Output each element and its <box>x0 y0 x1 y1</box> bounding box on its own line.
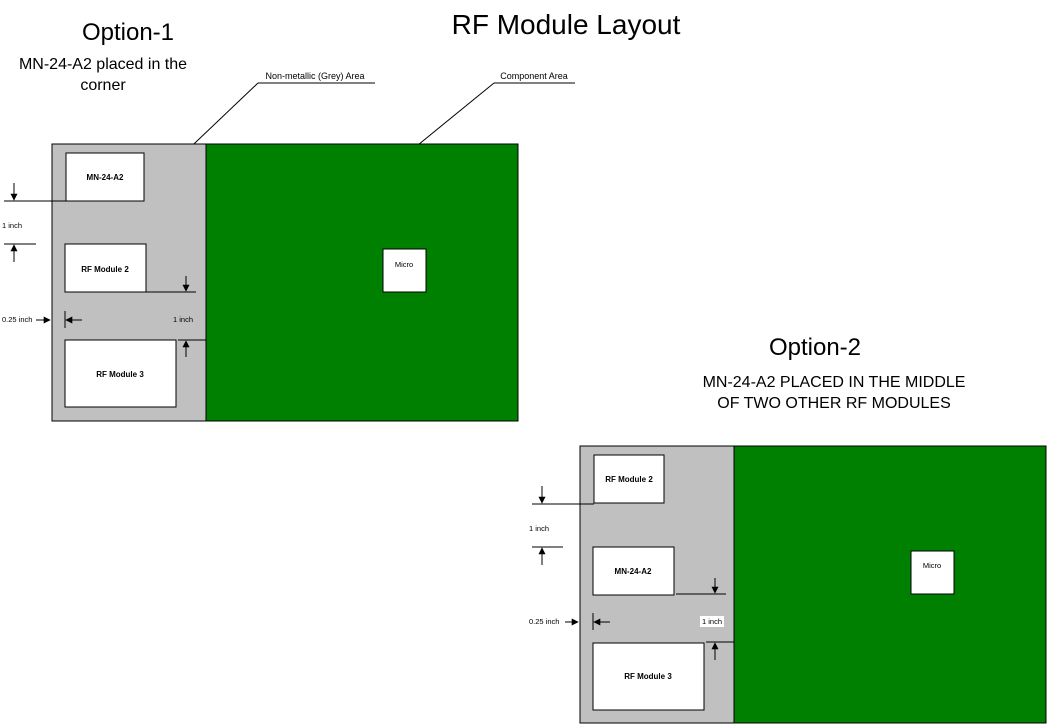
option1-title: Option-1 <box>82 19 174 46</box>
gap-label: 1 inch <box>173 315 193 324</box>
module-rf3-b-label: RF Module 3 <box>624 672 672 681</box>
option2-subtitle-line1: MN-24-A2 PLACED IN THE MIDDLE <box>703 374 966 391</box>
module-mn24a2 <box>65 152 145 202</box>
component-area-2 <box>733 445 1047 724</box>
option2-section: Option-2 MN-24-A2 PLACED IN THE MIDDLE O… <box>529 334 1047 724</box>
dim-vertical-label-2: 1 inch <box>529 524 549 533</box>
option1-section: Option-1 MN-24-A2 placed in the corner N… <box>2 19 575 422</box>
dim-horizontal-label-2: 0.25 inch <box>529 617 559 626</box>
option2-title: Option-2 <box>769 334 861 361</box>
module-mn24a2-b <box>592 546 675 596</box>
micro-chip <box>382 248 427 293</box>
option1-subtitle-line1: MN-24-A2 placed in the <box>19 56 187 73</box>
micro-label-2: Micro <box>923 561 941 570</box>
module-mn24a2-b-label: MN-24-A2 <box>615 567 652 576</box>
option2-subtitle-line2: OF TWO OTHER RF MODULES <box>717 395 950 412</box>
dim-horizontal-label: 0.25 inch <box>2 315 32 324</box>
module-rf2 <box>64 243 147 293</box>
callout-grey-label: Non-metallic (Grey) Area <box>265 71 364 81</box>
module-rf3-label: RF Module 3 <box>96 370 144 379</box>
module-rf2-b-label: RF Module 2 <box>605 475 653 484</box>
callout-component-label: Component Area <box>500 71 568 81</box>
diagram-title: RF Module Layout <box>452 9 681 40</box>
module-rf3-b <box>592 642 705 711</box>
module-rf3 <box>64 339 177 408</box>
module-rf2-label: RF Module 2 <box>81 265 129 274</box>
gap-label-bg-2 <box>700 616 724 627</box>
dim-vertical-label: 1 inch <box>2 221 22 230</box>
option1-subtitle-line2: corner <box>80 77 126 94</box>
gap-label-2: 1 inch <box>702 617 722 626</box>
module-mn24a2-label: MN-24-A2 <box>87 173 124 182</box>
micro-label: Micro <box>395 260 413 269</box>
micro-chip-2 <box>910 550 955 595</box>
module-rf2-b <box>593 454 665 504</box>
component-area <box>205 143 519 422</box>
